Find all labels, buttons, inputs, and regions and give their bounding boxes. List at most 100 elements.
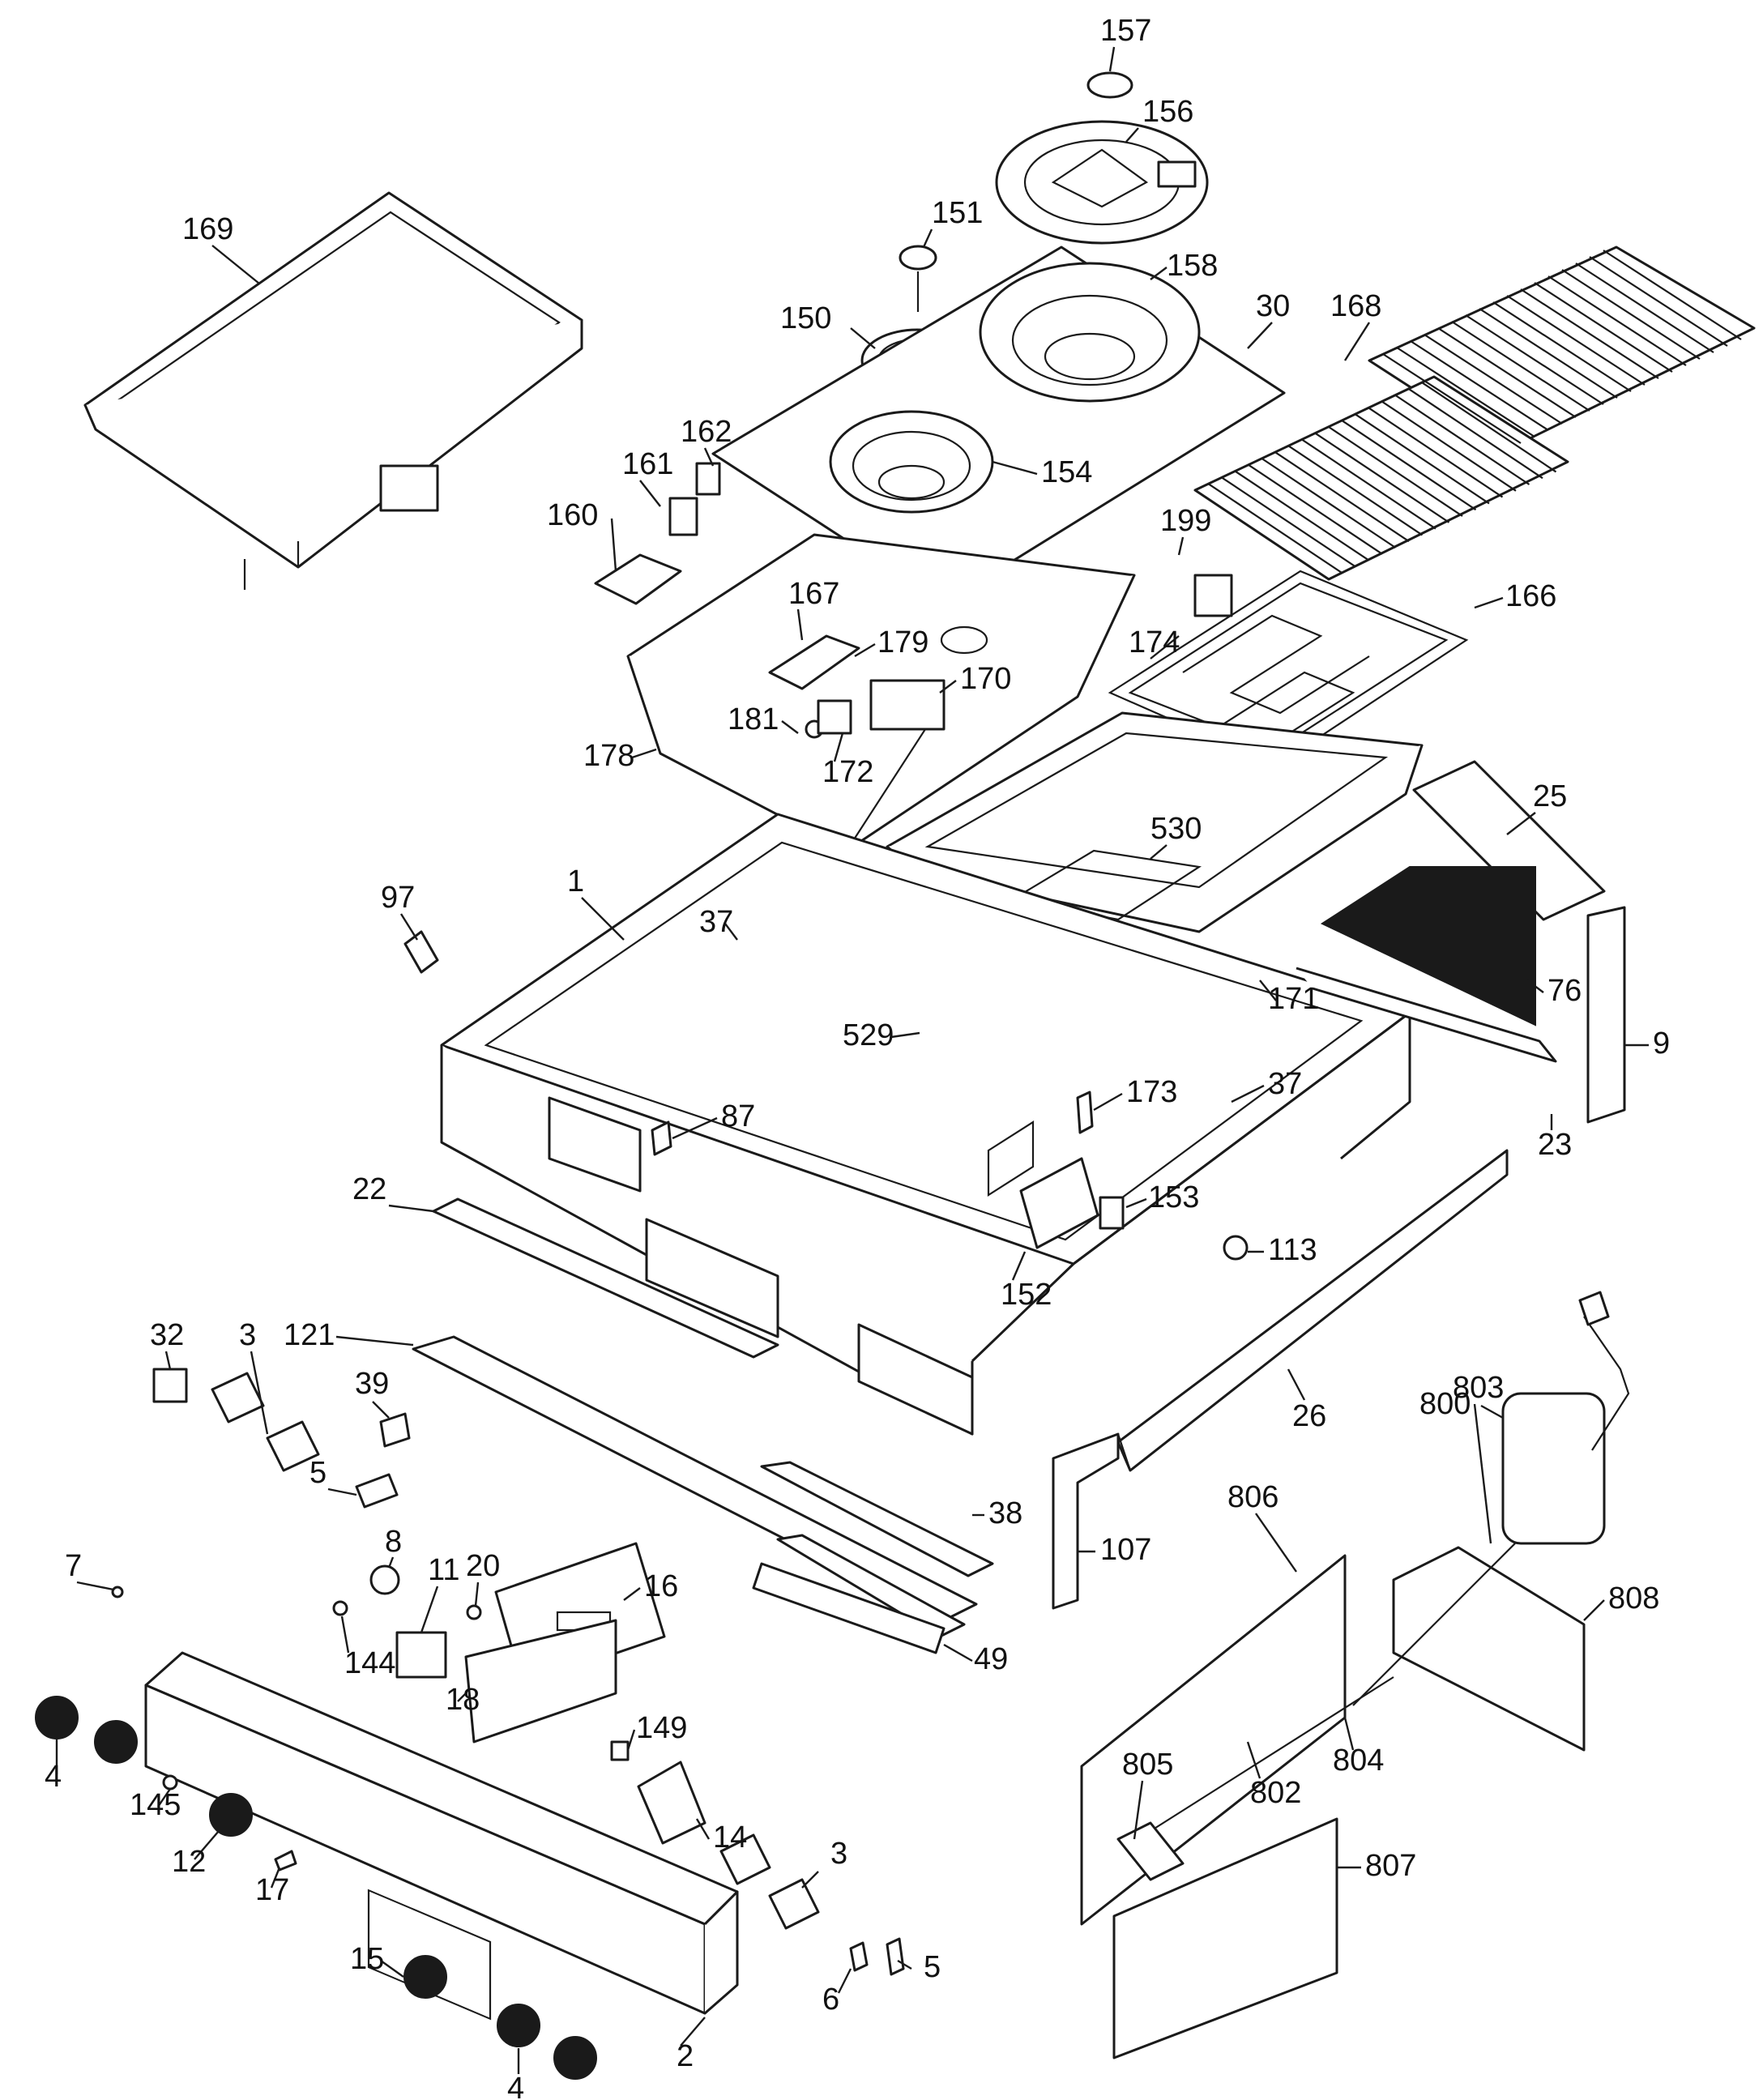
callout-label-172: 172 (822, 755, 873, 789)
callout-label-152: 152 (1001, 1278, 1052, 1312)
callout-label-9: 9 (1653, 1027, 1670, 1061)
grate-rib (1396, 347, 1535, 438)
callout-label-166: 166 (1505, 579, 1556, 613)
grate-rib (1424, 334, 1563, 425)
callout-label-76: 76 (1547, 974, 1582, 1008)
grate-rib (1561, 269, 1701, 360)
grate-rib (1451, 321, 1590, 412)
grate-rib (1301, 438, 1436, 530)
back-trim-parts (1296, 760, 1626, 1124)
callout-label-145: 145 (130, 1788, 181, 1822)
callout-label-157: 157 (1100, 14, 1151, 48)
grate-rib (1274, 451, 1410, 543)
callout-leader-144 (340, 1616, 350, 1654)
grate-rib (1437, 327, 1577, 418)
callout-label-25: 25 (1533, 779, 1567, 813)
rotisserie-motor (1501, 1291, 1630, 1545)
callout-label-154: 154 (1041, 455, 1092, 489)
callout-leader-167 (796, 608, 804, 641)
callout-label-162: 162 (681, 415, 732, 449)
callout-label-174: 174 (1129, 625, 1180, 659)
callout-label-167: 167 (788, 577, 839, 611)
callout-label-802: 802 (1250, 1776, 1301, 1810)
callout-leader-145 (157, 1788, 171, 1808)
callout-label-800: 800 (1419, 1387, 1471, 1421)
callout-leader-153 (1125, 1197, 1147, 1209)
callout-label-2: 2 (677, 2039, 694, 2073)
callout-label-17: 17 (255, 1873, 289, 1907)
grill-heating-element (1108, 570, 1469, 767)
callout-leader-14 (695, 1818, 711, 1840)
grate-rib (1547, 275, 1687, 366)
callout-label-170: 170 (960, 662, 1011, 696)
callout-label-530: 530 (1150, 812, 1202, 846)
grate-rib (1520, 288, 1659, 379)
drip-bowl-154 (829, 410, 994, 514)
callout-label-107: 107 (1100, 1533, 1151, 1567)
callout-label-3: 3 (830, 1837, 847, 1871)
callout-leader-170 (939, 680, 957, 694)
callout-label-14: 14 (713, 1820, 747, 1855)
grate-rib (1603, 250, 1742, 340)
callout-label-113: 113 (1268, 1233, 1317, 1267)
callout-leader-169 (211, 245, 260, 284)
control-panel (144, 1651, 739, 2021)
callout-leader-37 (1231, 1084, 1265, 1103)
callout-leader-157 (1108, 46, 1116, 72)
callout-leader-20 (474, 1581, 480, 1607)
grate-rib (1421, 382, 1557, 473)
grate-rib (1408, 388, 1543, 480)
callout-label-179: 179 (877, 625, 928, 659)
callout-leader-97 (399, 913, 419, 941)
callout-label-178: 178 (583, 739, 634, 773)
callout-label-3: 3 (239, 1318, 256, 1352)
callout-label-11: 11 (428, 1553, 459, 1587)
grate-rib (1368, 407, 1504, 498)
callout-leader-3 (250, 1351, 269, 1435)
grill-grates (1193, 245, 1756, 581)
callout-label-18: 18 (446, 1683, 480, 1717)
callout-label-144: 144 (344, 1646, 395, 1680)
control-small-parts (332, 1564, 706, 1845)
side-trim-parts (1052, 1149, 1509, 1610)
callout-leader-158 (1150, 267, 1168, 280)
callout-leader-806 (1255, 1513, 1297, 1573)
callout-label-168: 168 (1330, 289, 1381, 323)
grate-rib (1207, 483, 1343, 574)
callout-leader-151 (922, 228, 933, 248)
callout-label-150: 150 (780, 301, 831, 335)
callout-label-16: 16 (644, 1569, 678, 1603)
callout-label-160: 160 (547, 498, 598, 532)
callout-leader-32 (164, 1351, 172, 1370)
callout-label-5: 5 (924, 1950, 941, 1984)
callout-leader-1 (581, 897, 625, 941)
callout-leader-25 (1506, 812, 1536, 835)
grate-rib (1287, 445, 1424, 536)
callout-leader-805 (1133, 1780, 1144, 1840)
callout-leader-150 (850, 327, 876, 349)
callout-leader-49 (943, 1643, 973, 1662)
callout-leader-172 (833, 732, 844, 762)
callout-leader-5 (897, 1959, 912, 1970)
callout-leader-803 (1473, 1403, 1492, 1544)
grate-rib (1314, 432, 1450, 523)
grate-rib (1534, 282, 1673, 373)
switch-parts-upper (152, 1368, 411, 1509)
callout-leader-22 (388, 1204, 434, 1213)
callout-label-149: 149 (636, 1711, 687, 1745)
callout-label-173: 173 (1126, 1075, 1177, 1109)
callout-label-12: 12 (172, 1845, 206, 1879)
callout-leader-171 (1259, 980, 1277, 1001)
callout-label-161: 161 (622, 447, 673, 481)
callout-label-181: 181 (728, 702, 779, 736)
grate-rib (1492, 301, 1632, 392)
grate-rib (1394, 395, 1530, 485)
callout-leader-7 (76, 1581, 114, 1591)
callout-leader-160 (610, 518, 617, 572)
callout-label-97: 97 (381, 881, 415, 915)
callout-leader-8 (387, 1556, 395, 1569)
callout-label-49: 49 (974, 1642, 1008, 1676)
grate-rib (1221, 476, 1356, 568)
grate-rib (1589, 256, 1728, 347)
callout-leader-2 (680, 2017, 706, 2047)
